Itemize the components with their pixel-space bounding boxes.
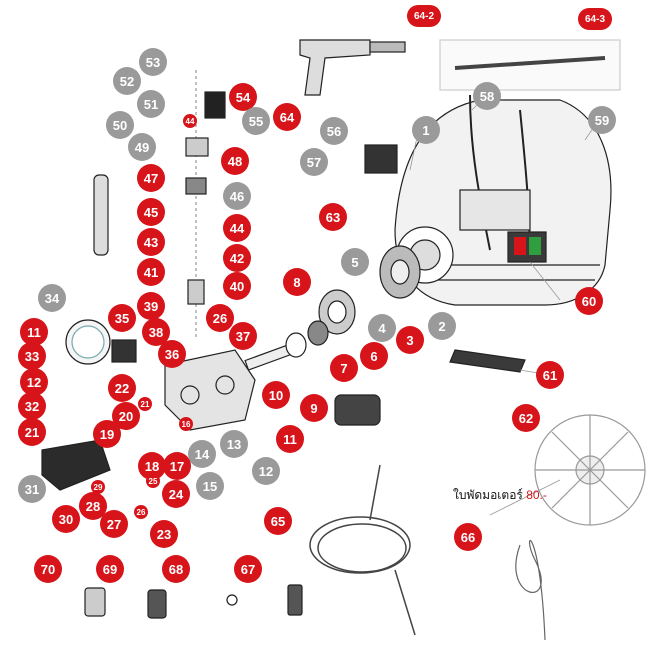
spray-lance-part: [439, 39, 621, 91]
suction-hose: [515, 539, 546, 641]
unloader-spring: [93, 174, 109, 256]
callout-62[interactable]: 62: [512, 404, 540, 432]
fittings-row: [84, 584, 303, 619]
callout-26a[interactable]: 26: [134, 505, 148, 519]
callout-52[interactable]: 52: [113, 67, 141, 95]
callout-67[interactable]: 67: [234, 555, 262, 583]
callout-20[interactable]: 20: [112, 402, 140, 430]
callout-39[interactable]: 39: [137, 292, 165, 320]
callout-15[interactable]: 15: [196, 472, 224, 500]
motor-fan-blade: [534, 414, 646, 526]
callout-12a[interactable]: 12: [20, 368, 48, 396]
callout-16[interactable]: 16: [179, 417, 193, 431]
callout-8[interactable]: 8: [283, 268, 311, 296]
capacitor-part: [111, 339, 137, 363]
callout-21b[interactable]: 21: [138, 397, 152, 411]
callout-55[interactable]: 55: [242, 107, 270, 135]
valve-stack: [185, 70, 226, 340]
callout-7[interactable]: 7: [330, 354, 358, 382]
machine-housing: [394, 94, 612, 306]
callout-49[interactable]: 49: [128, 133, 156, 161]
callout-33[interactable]: 33: [18, 342, 46, 370]
callout-24[interactable]: 24: [162, 480, 190, 508]
spray-gun-part: [299, 39, 406, 96]
high-pressure-hose: [309, 464, 416, 636]
callout-64-3[interactable]: 64-3: [578, 8, 612, 30]
mount-bracket: [449, 349, 526, 373]
price-label: ใบพัดมอเตอร์: [453, 488, 527, 502]
callout-44b[interactable]: 44: [183, 114, 197, 128]
callout-29[interactable]: 29: [91, 480, 105, 494]
callout-35[interactable]: 35: [108, 304, 136, 332]
callout-64-2[interactable]: 64-2: [407, 5, 441, 27]
callout-56[interactable]: 56: [320, 117, 348, 145]
callout-60[interactable]: 60: [575, 287, 603, 315]
callout-45[interactable]: 45: [137, 198, 165, 226]
callout-3[interactable]: 3: [396, 326, 424, 354]
callout-28[interactable]: 28: [79, 492, 107, 520]
callout-32[interactable]: 32: [18, 392, 46, 420]
callout-70[interactable]: 70: [34, 555, 62, 583]
callout-19[interactable]: 19: [93, 420, 121, 448]
callout-17[interactable]: 17: [163, 452, 191, 480]
callout-64[interactable]: 64: [273, 103, 301, 131]
callout-53[interactable]: 53: [139, 48, 167, 76]
callout-40[interactable]: 40: [223, 272, 251, 300]
callout-11b[interactable]: 11: [276, 425, 304, 453]
callout-42[interactable]: 42: [223, 244, 251, 272]
callout-48[interactable]: 48: [221, 147, 249, 175]
callout-34[interactable]: 34: [38, 284, 66, 312]
callout-25[interactable]: 25: [146, 474, 160, 488]
valve-manifold: [41, 439, 111, 491]
callout-14[interactable]: 14: [188, 440, 216, 468]
callout-61[interactable]: 61: [536, 361, 564, 389]
callout-69[interactable]: 69: [96, 555, 124, 583]
callout-13[interactable]: 13: [220, 430, 248, 458]
bearing-rings: [285, 289, 356, 358]
callout-65[interactable]: 65: [264, 507, 292, 535]
callout-10[interactable]: 10: [262, 381, 290, 409]
callout-43[interactable]: 43: [137, 228, 165, 256]
callout-44a[interactable]: 44: [223, 214, 251, 242]
callout-51[interactable]: 51: [137, 90, 165, 118]
callout-21a[interactable]: 21: [18, 418, 46, 446]
pump-head: [164, 349, 256, 431]
pressure-gauge: [65, 319, 111, 365]
callout-68[interactable]: 68: [162, 555, 190, 583]
callout-9[interactable]: 9: [300, 394, 328, 422]
callout-4[interactable]: 4: [368, 314, 396, 342]
callout-11a[interactable]: 11: [20, 318, 48, 346]
callout-5[interactable]: 5: [341, 248, 369, 276]
callout-1[interactable]: 1: [412, 116, 440, 144]
callout-41[interactable]: 41: [137, 258, 165, 286]
callout-31[interactable]: 31: [18, 475, 46, 503]
callout-26b[interactable]: 26: [206, 304, 234, 332]
motor-cover: [379, 245, 421, 299]
fan-blade-price-note: ใบพัดมอเตอร์ 80.-: [453, 486, 547, 505]
piston-assembly: [334, 394, 381, 426]
callout-37[interactable]: 37: [229, 322, 257, 350]
callout-6[interactable]: 6: [360, 342, 388, 370]
callout-66[interactable]: 66: [454, 523, 482, 551]
callout-2[interactable]: 2: [428, 312, 456, 340]
callout-38[interactable]: 38: [142, 318, 170, 346]
callout-58[interactable]: 58: [473, 82, 501, 110]
callout-12b[interactable]: 12: [252, 457, 280, 485]
callout-47[interactable]: 47: [137, 164, 165, 192]
price-amount: 80.-: [526, 488, 547, 502]
callout-23[interactable]: 23: [150, 520, 178, 548]
power-switch-part: [507, 231, 547, 263]
callout-50[interactable]: 50: [106, 111, 134, 139]
callout-46[interactable]: 46: [223, 182, 251, 210]
connector-block: [364, 144, 398, 174]
callout-57[interactable]: 57: [300, 148, 328, 176]
callout-30[interactable]: 30: [52, 505, 80, 533]
callout-27[interactable]: 27: [100, 510, 128, 538]
callout-54[interactable]: 54: [229, 83, 257, 111]
callout-63[interactable]: 63: [319, 203, 347, 231]
callout-59[interactable]: 59: [588, 106, 616, 134]
callout-36[interactable]: 36: [158, 340, 186, 368]
callout-22[interactable]: 22: [108, 374, 136, 402]
